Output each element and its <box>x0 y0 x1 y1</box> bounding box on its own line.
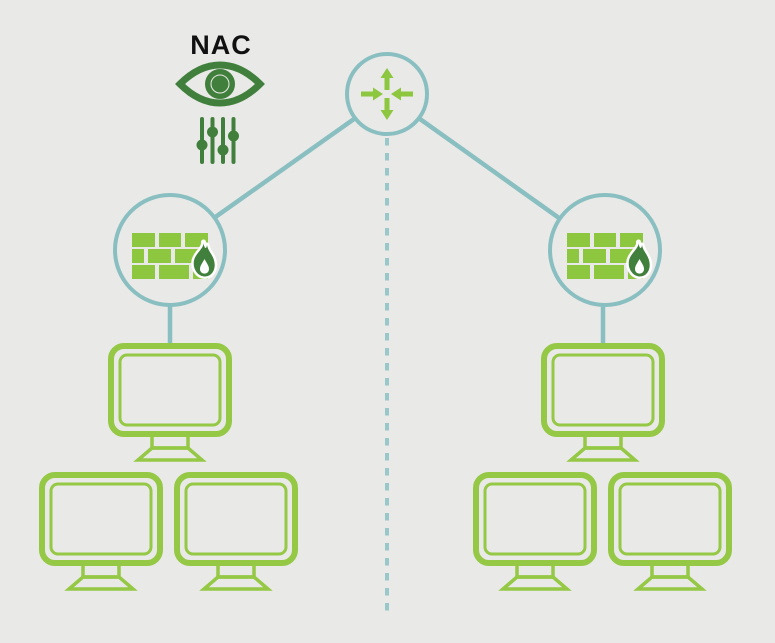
firewall-left-node <box>113 193 227 307</box>
sliders-icon <box>196 117 239 164</box>
router-node <box>345 52 429 136</box>
eye-icon <box>175 61 265 107</box>
link-router-firewall-left <box>212 117 356 220</box>
firewall-right-node <box>548 193 662 307</box>
nac-block: NAC <box>175 30 265 164</box>
nac-label: NAC <box>190 30 252 60</box>
link-router-firewall-right <box>418 117 561 220</box>
router-node-circle <box>345 52 429 136</box>
